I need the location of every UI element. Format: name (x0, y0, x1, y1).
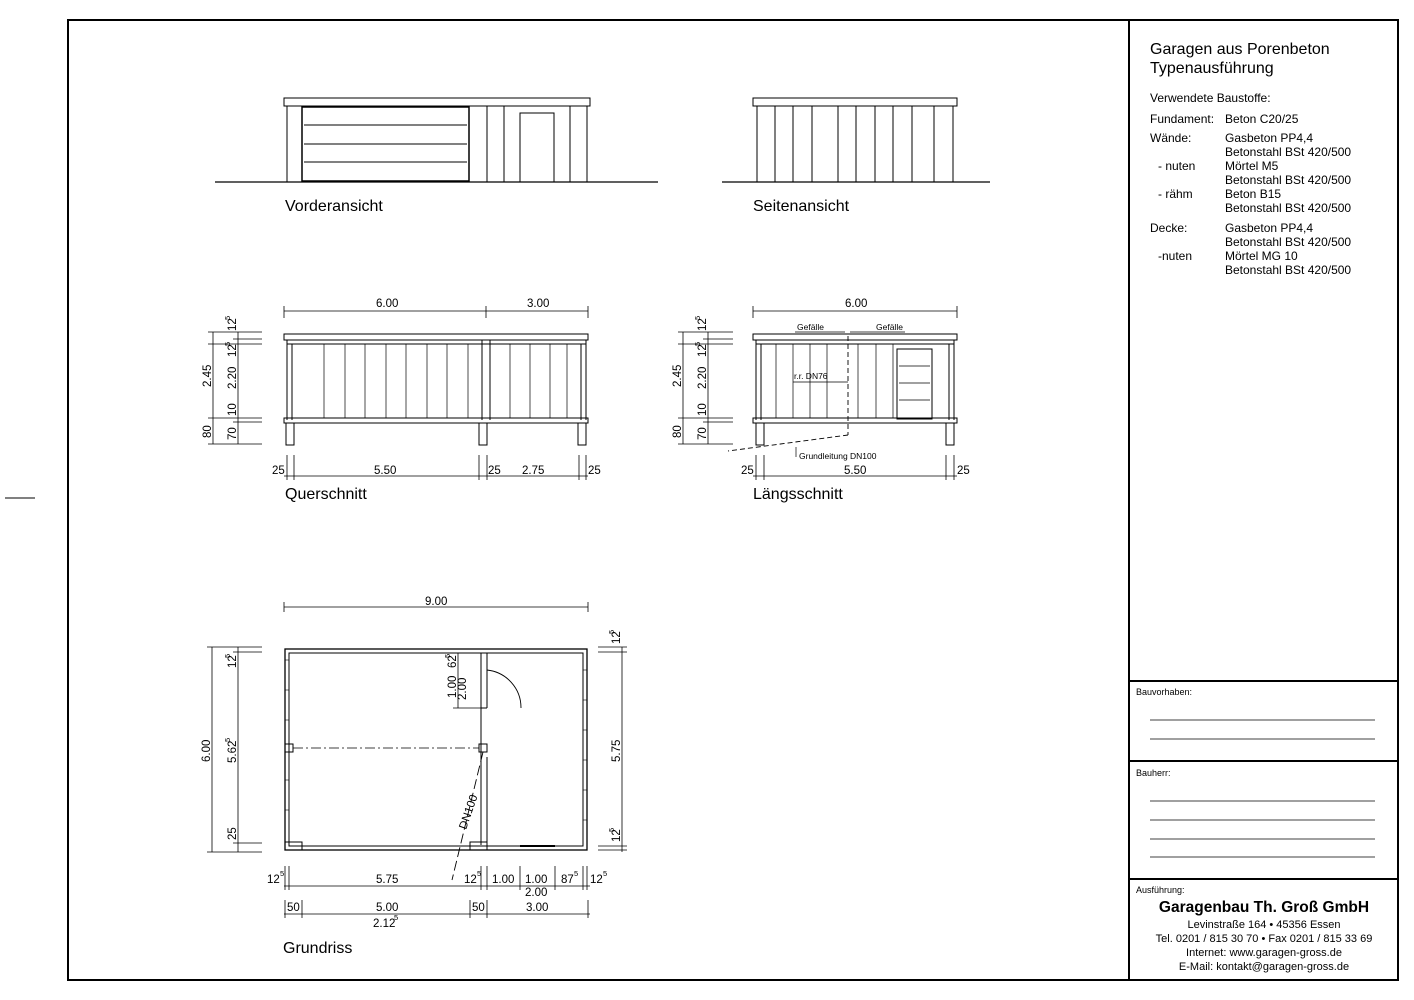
svg-text:5: 5 (223, 316, 232, 320)
long-section-label: Längsschnitt (753, 486, 843, 503)
svg-text:5: 5 (223, 738, 232, 742)
svg-text:87: 87 (561, 874, 574, 886)
svg-text:25: 25 (957, 465, 970, 477)
grundleitung-label: Grundleitung DN100 (799, 451, 877, 461)
svg-text:2.20: 2.20 (697, 367, 709, 389)
long-dim-600: 6.00 (845, 298, 867, 310)
svg-text:62: 62 (447, 655, 459, 668)
svg-text:5: 5 (693, 342, 702, 346)
bauherr-label: Bauherr: (1136, 768, 1171, 778)
svg-text:12: 12 (267, 874, 280, 886)
svg-text:12: 12 (611, 829, 623, 842)
svg-text:25: 25 (227, 827, 239, 840)
svg-text:50: 50 (287, 902, 300, 914)
cross-dim-220: 2.20 (227, 367, 239, 389)
plan-dim-900: 9.00 (425, 596, 447, 608)
cross-dim-10: 10 (227, 403, 239, 416)
gefaelle-right: Gefälle (876, 322, 903, 332)
front-elevation (215, 97, 658, 183)
svg-text:5: 5 (443, 654, 452, 658)
plan-dn100: DN100 (457, 793, 480, 831)
cross-dim-25-c: 25 (588, 465, 601, 477)
svg-text:5: 5 (223, 342, 232, 346)
svg-text:12: 12 (590, 874, 603, 886)
plan-dim-600: 6.00 (201, 740, 213, 762)
svg-text:2.00: 2.00 (525, 887, 547, 899)
svg-text:1.00: 1.00 (525, 874, 547, 886)
plan-dim-562: 5.62 (227, 741, 239, 763)
company-block: Garagenbau Th. Groß GmbH Levinstraße 164… (1130, 898, 1398, 974)
svg-text:5: 5 (607, 630, 616, 634)
company-internet: Internet: www.garagen-gross.de (1186, 947, 1342, 959)
svg-text:3.00: 3.00 (526, 902, 548, 914)
side-elevation-label: Seitenansicht (753, 198, 850, 215)
gefaelle-left: Gefälle (797, 322, 824, 332)
sheet-border (67, 19, 1399, 981)
cross-section-label: Querschnitt (285, 486, 367, 503)
svg-text:5: 5 (693, 316, 702, 320)
cross-section (208, 306, 589, 480)
svg-text:12: 12 (611, 631, 623, 644)
front-elevation-label: Vorderansicht (285, 198, 383, 215)
svg-text:12: 12 (227, 655, 239, 668)
company-address: Levinstraße 164 • 45356 Essen (1187, 919, 1341, 931)
svg-text:5: 5 (394, 913, 398, 922)
svg-text:5: 5 (607, 828, 616, 832)
svg-text:1.00: 1.00 (447, 676, 459, 698)
ausfuehrung-label: Ausführung: (1136, 885, 1185, 895)
svg-text:70: 70 (697, 427, 709, 440)
svg-text:5.75: 5.75 (376, 874, 398, 886)
cross-dim-300: 3.00 (527, 298, 549, 310)
svg-text:12: 12 (697, 318, 709, 331)
svg-text:5: 5 (477, 869, 481, 878)
form-lines (1150, 719, 1375, 858)
svg-text:2.45: 2.45 (672, 365, 684, 387)
svg-text:5.50: 5.50 (844, 465, 866, 477)
cross-dim-80: 80 (202, 425, 214, 438)
cross-dim-550: 5.50 (374, 465, 396, 477)
svg-text:5: 5 (223, 654, 232, 658)
long-section (678, 306, 958, 480)
svg-text:10: 10 (697, 403, 709, 416)
bauvorhaben-label: Bauvorhaben: (1136, 687, 1193, 697)
svg-text:50: 50 (472, 902, 485, 914)
svg-text:5: 5 (280, 869, 284, 878)
company-name: Garagenbau Th. Groß GmbH (1158, 899, 1370, 916)
materials-heading: Verwendete Baustoffe: (1150, 91, 1271, 105)
svg-text:12: 12 (697, 344, 709, 357)
cross-dim-245: 2.45 (202, 365, 214, 387)
svg-text:25: 25 (741, 465, 754, 477)
cross-dim-70: 70 (227, 427, 239, 440)
floor-plan-label: Grundriss (283, 940, 352, 957)
svg-text:2.00: 2.00 (457, 678, 469, 700)
cross-dim-12-roof: 12 (227, 344, 239, 357)
svg-text:12: 12 (464, 874, 477, 886)
drawing-title: Garagen aus Porenbeton Typenausführung (1150, 41, 1330, 77)
svg-text:80: 80 (672, 425, 684, 438)
svg-text:2.12: 2.12 (373, 918, 395, 930)
cross-dim-12-top: 12 (227, 318, 239, 331)
floor-plan (207, 602, 627, 918)
company-phone: Tel. 0201 / 815 30 70 • Fax 0201 / 815 3… (1155, 933, 1373, 945)
company-email: E-Mail: kontakt@garagen-gross.de (1178, 961, 1350, 973)
svg-text:5: 5 (574, 869, 578, 878)
cross-dim-25-b: 25 (488, 465, 501, 477)
cross-dim-275: 2.75 (522, 465, 544, 477)
svg-text:5.00: 5.00 (376, 902, 398, 914)
svg-text:1.00: 1.00 (492, 874, 514, 886)
downpipe-label: r.r. DN76 (794, 371, 828, 381)
cross-dim-600: 6.00 (376, 298, 398, 310)
side-elevation (722, 97, 990, 183)
svg-text:5: 5 (603, 869, 607, 878)
cross-dim-25-a: 25 (272, 465, 285, 477)
plan-dim-575: 5.75 (611, 740, 623, 762)
